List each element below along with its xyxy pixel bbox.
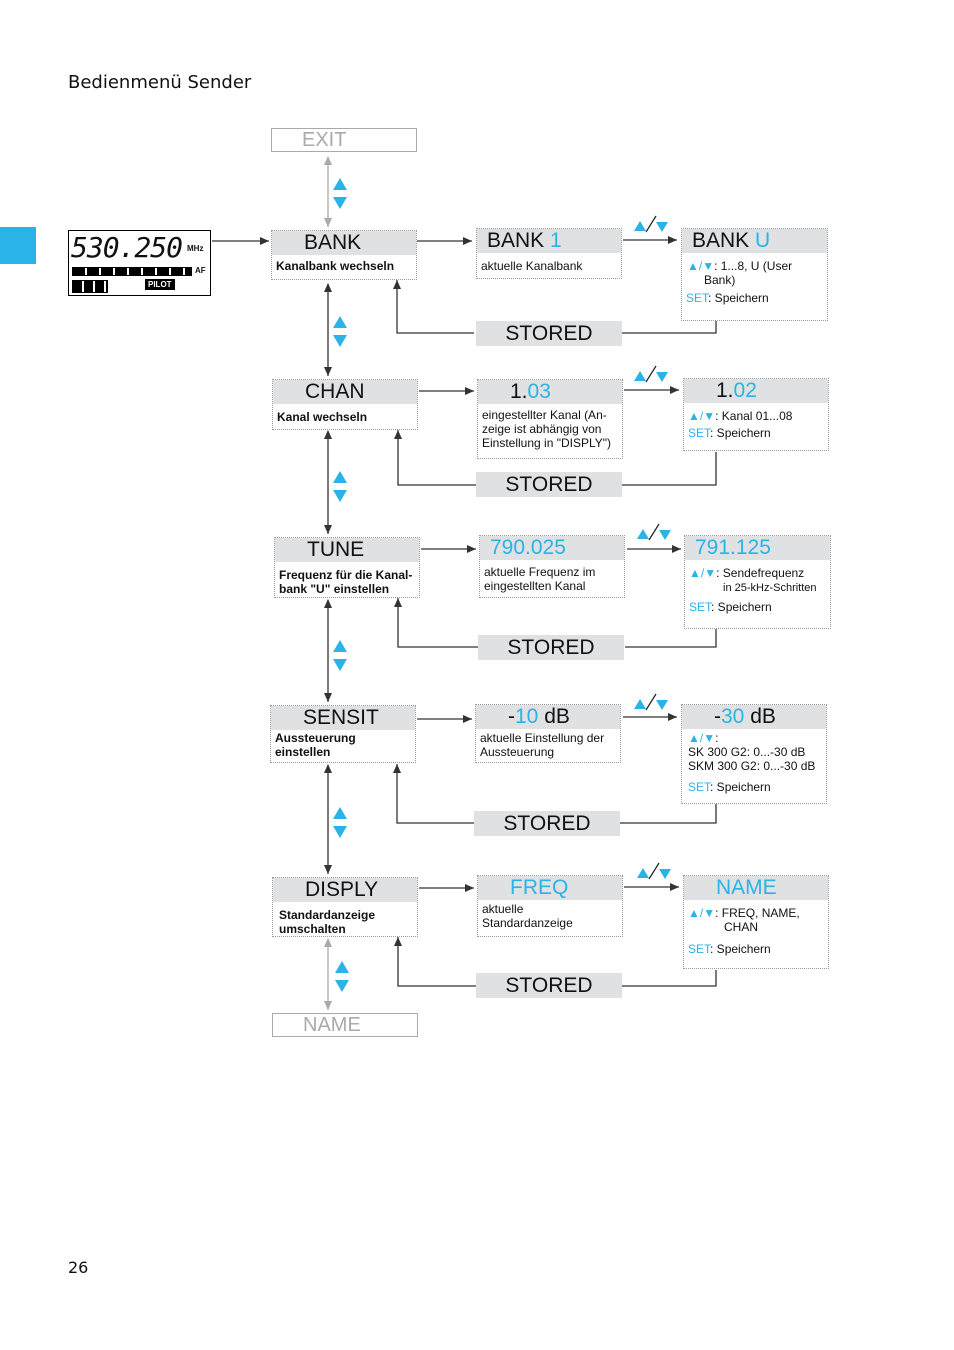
- menu-item-tune[interactable]: TUNE Frequenz für die Kanal-bank "U" ein…: [274, 537, 420, 598]
- stored-confirmation: STORED: [478, 635, 624, 660]
- name-end-box[interactable]: NAME: [272, 1013, 418, 1037]
- current-value-prefix: 1.: [510, 380, 528, 403]
- current-value: 1: [550, 229, 562, 252]
- new-value-description: : Kanal 01...08: [715, 409, 793, 423]
- new-value-prefix: -: [714, 705, 721, 728]
- new-value-box[interactable]: -30 dB ▲/▼: SK 300 G2: 0...-30 dB SKM 30…: [681, 704, 827, 804]
- current-value-prefix: -: [508, 705, 515, 728]
- current-value: 790.025: [490, 536, 566, 559]
- set-label: SET: [688, 426, 711, 440]
- up-down-icon: ▲/▼: [687, 259, 715, 273]
- current-value-prefix: BANK: [487, 229, 551, 252]
- menu-item-bank[interactable]: BANK Kanalbank wechseln: [271, 230, 417, 280]
- section-tab: [0, 227, 36, 264]
- new-value-prefix: 1.: [716, 379, 734, 402]
- new-value-box[interactable]: BANK U ▲/▼: 1...8, U (User Bank) SET: Sp…: [681, 228, 828, 321]
- menu-item-description: Standardanzeige umschalten: [279, 908, 376, 936]
- up-down-icon: ▲/▼: [688, 906, 716, 920]
- current-value: 10: [515, 705, 539, 728]
- new-value-description-3: SKM 300 G2: 0...-30 dB: [688, 759, 816, 773]
- new-value: 02: [733, 379, 757, 402]
- battery-icon: [72, 280, 108, 293]
- current-value-description: aktuelle Frequenz im eingestellten Kanal: [484, 565, 596, 593]
- stored-confirmation: STORED: [476, 472, 622, 497]
- display-pilot: PILOT: [145, 279, 175, 290]
- page-title: Bedienmenü Sender: [68, 72, 252, 93]
- set-label: SET: [688, 942, 711, 956]
- up-slash-down-icons: [634, 215, 671, 880]
- current-value-box: BANK 1 aktuelle Kanalbank: [476, 228, 622, 279]
- up-down-icon: ▲/▼: [688, 731, 716, 745]
- save-text: : Speichern: [710, 780, 771, 794]
- exit-box[interactable]: EXIT: [271, 128, 417, 152]
- menu-item-description: Aussteuerung einstellen: [275, 731, 356, 759]
- up-down-icon: ▲/▼: [688, 409, 716, 423]
- current-value-description: aktuelle Standardanzeige: [482, 902, 573, 930]
- menu-item-sensit[interactable]: SENSIT Aussteuerung einstellen: [270, 705, 416, 763]
- menu-item-label: DISPLY: [273, 878, 417, 902]
- save-text: : Speichern: [710, 942, 771, 956]
- menu-item-chan[interactable]: CHAN Kanal wechseln: [272, 379, 418, 430]
- new-value-box[interactable]: 1.02 ▲/▼: Kanal 01...08 SET: Speichern: [683, 378, 829, 451]
- new-value-box[interactable]: NAME ▲/▼: FREQ, NAME, CHAN SET: Speicher…: [683, 875, 829, 969]
- up-down-icons: [333, 178, 349, 992]
- save-text: : Speichern: [710, 426, 771, 440]
- new-value-description: : FREQ, NAME, CHAN: [715, 906, 800, 934]
- new-value: 791.125: [695, 536, 771, 559]
- current-value-description: aktuelle Einstellung der Aussteuerung: [480, 731, 605, 759]
- current-value: FREQ: [510, 876, 569, 899]
- current-value-unit: dB: [538, 705, 570, 728]
- current-value-description: eingestellter Kanal (An-zeige ist abhäng…: [482, 408, 612, 450]
- af-level-meter: [72, 267, 192, 276]
- new-value-description: : 1...8, U (User Bank): [704, 259, 793, 287]
- new-value-box[interactable]: 791.125 ▲/▼: Sendefrequenz in 25-kHz-Sch…: [684, 535, 831, 629]
- menu-item-disply[interactable]: DISPLY Standardanzeige umschalten: [272, 877, 418, 937]
- menu-item-label: TUNE: [275, 538, 419, 562]
- new-value-prefix: BANK: [692, 229, 756, 252]
- menu-item-description: Kanalbank wechseln: [276, 259, 395, 273]
- set-label: SET: [689, 600, 712, 614]
- new-value: 30: [721, 705, 745, 728]
- transmitter-display: 530.250 MHz AF PILOT: [68, 230, 211, 296]
- current-value-box: -10 dB aktuelle Einstellung der Aussteue…: [475, 704, 621, 763]
- new-value: U: [755, 229, 771, 252]
- new-value-description-2: in 25-kHz-Schritten: [723, 582, 817, 594]
- set-label: SET: [688, 780, 711, 794]
- new-value-description: : Sendefrequenz: [716, 566, 805, 580]
- new-value-unit: dB: [744, 705, 776, 728]
- menu-item-description: Kanal wechseln: [277, 410, 368, 424]
- display-digits: 530.250: [71, 231, 183, 264]
- new-value: NAME: [716, 876, 777, 899]
- current-value-box: 790.025 aktuelle Frequenz im eingestellt…: [479, 535, 625, 598]
- menu-item-label: SENSIT: [271, 706, 415, 730]
- menu-item-label: CHAN: [273, 380, 417, 404]
- save-text: : Speichern: [711, 600, 772, 614]
- current-value-description: aktuelle Kanalbank: [481, 259, 583, 273]
- current-value: 03: [527, 380, 551, 403]
- new-value-description-2: SK 300 G2: 0...-30 dB: [688, 745, 806, 759]
- display-mhz: MHz: [187, 244, 204, 253]
- display-af: AF: [195, 266, 206, 275]
- page-number: 26: [68, 1258, 89, 1277]
- stored-confirmation: STORED: [474, 811, 620, 836]
- save-text: : Speichern: [708, 291, 769, 305]
- set-label: SET: [686, 291, 709, 305]
- menu-item-description: Frequenz für die Kanal-bank "U" einstell…: [279, 568, 413, 596]
- current-value-box: 1.03 eingestellter Kanal (An-zeige ist a…: [477, 379, 623, 459]
- stored-confirmation: STORED: [476, 973, 622, 998]
- new-value-description: :: [715, 731, 719, 745]
- menu-item-label: BANK: [272, 231, 416, 255]
- stored-confirmation: STORED: [476, 321, 622, 346]
- up-down-icon: ▲/▼: [689, 566, 717, 580]
- current-value-box: FREQ aktuelle Standardanzeige: [477, 875, 623, 937]
